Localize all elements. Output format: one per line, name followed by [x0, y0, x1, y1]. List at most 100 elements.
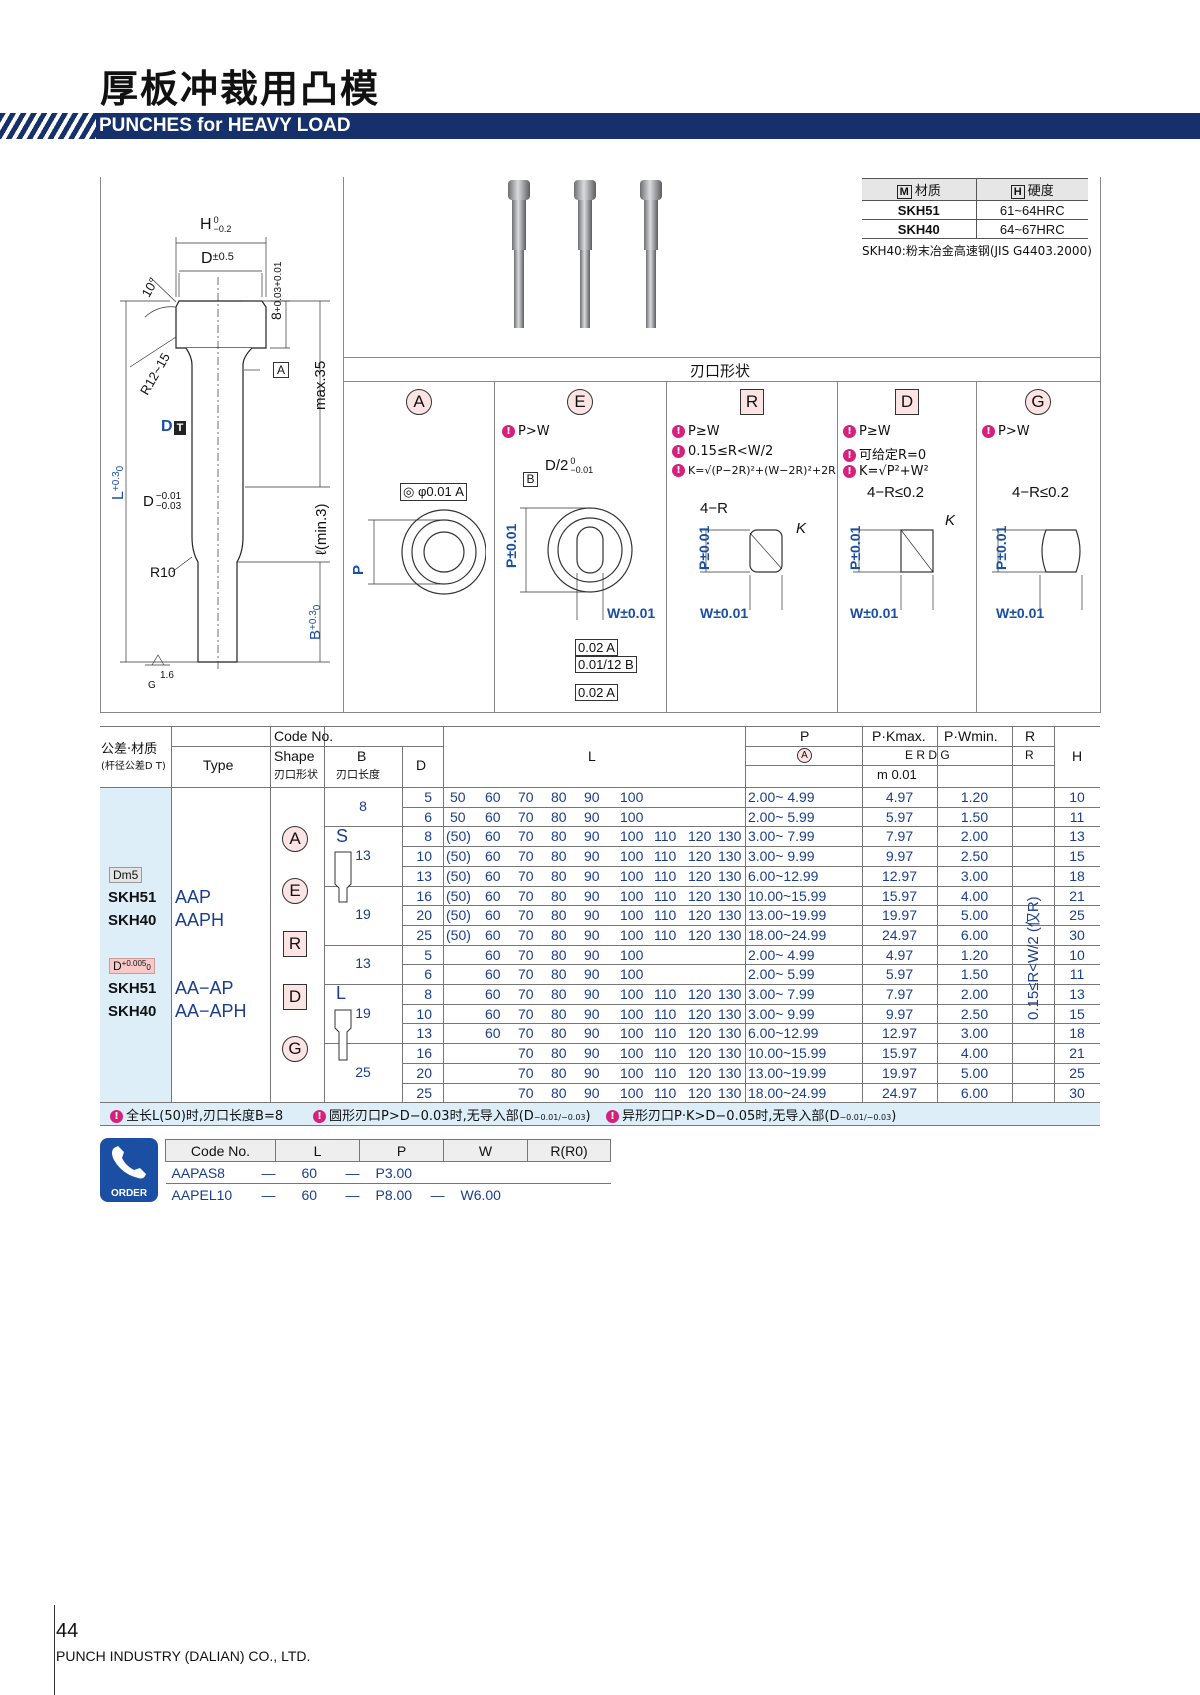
- shape-R-W: W±0.01: [700, 605, 749, 621]
- punch-drawing: [120, 237, 330, 672]
- hdr-PK-shapes: E R D G: [905, 748, 950, 762]
- hdr-H: H: [1072, 748, 1083, 764]
- table-cell: 90: [584, 867, 600, 884]
- table-note-3: !异形刃口P·K>D−0.05时,无导入部(D−0.01/−0.03): [606, 1105, 896, 1124]
- frame-line: [343, 357, 1101, 358]
- table-cell: 110: [654, 867, 677, 884]
- table-cell: 3.00~ 7.99: [748, 986, 815, 1002]
- table-cell: (50): [446, 828, 471, 845]
- shape-G-cond1: !P>W: [982, 424, 1030, 439]
- table-cell: 4.00: [960, 887, 989, 904]
- table-cell: 8: [424, 986, 432, 1002]
- table-cell: 90: [584, 1045, 600, 1062]
- grid-line: [171, 746, 443, 747]
- order-label: ORDER: [110, 1188, 148, 1199]
- table-cell: 60: [485, 986, 501, 1002]
- table-cell: 70: [518, 946, 534, 963]
- table-cell: 60: [485, 1005, 501, 1022]
- order-hdr: P: [359, 1139, 444, 1162]
- grid-line: [745, 746, 1054, 747]
- group1-tol: Dm5: [109, 867, 143, 883]
- table-cell: 6: [424, 808, 432, 825]
- row-shape-E: E: [282, 878, 308, 904]
- shape-G-r4: 4−R≤0.2: [1012, 484, 1070, 501]
- order-row: AAPEL10 — 60 — P8.00 — W6.00: [171, 1187, 501, 1203]
- shape-A-P: P: [350, 564, 367, 575]
- shapes-title: 刃口形状: [690, 362, 751, 380]
- table-cell: 25: [1069, 1064, 1085, 1081]
- table-cell: 15.97: [881, 1045, 918, 1062]
- table-cell: (50): [446, 867, 471, 884]
- table-cell: 130: [718, 1045, 742, 1062]
- table-cell: 110: [654, 1045, 677, 1062]
- table-cell: 90: [584, 887, 600, 904]
- B-length: 13: [355, 955, 371, 972]
- hdr-D: D: [416, 757, 427, 773]
- table-cell: 130: [718, 907, 742, 924]
- order-table: Code No. L P W R(R0) AAPAS8 — 60 — P3.00…: [165, 1139, 611, 1206]
- table-cell: 70: [518, 966, 534, 983]
- table-cell: 80: [551, 887, 567, 904]
- table-cell: 70: [518, 848, 534, 865]
- table-cell: 18.00~24.99: [748, 926, 827, 943]
- table-cell: 2.00~ 5.99: [748, 808, 815, 825]
- table-cell: 1.50: [960, 808, 989, 825]
- table-cell: 12.97: [881, 867, 918, 884]
- table-cell: (50): [446, 907, 471, 924]
- page-title: 厚板冲裁用凸模: [100, 67, 381, 111]
- shape-label-E: E: [567, 389, 593, 415]
- table-cell: 90: [584, 1064, 600, 1081]
- table-cell: (50): [446, 887, 471, 904]
- order-row: AAPAS8 — 60 — P3.00: [165, 1162, 611, 1184]
- shape-label-A: A: [406, 389, 432, 415]
- table-cell: 100: [620, 1045, 644, 1062]
- shape-S-label: S: [336, 826, 349, 846]
- table-cell: 6: [424, 966, 432, 983]
- hdr-type: Type: [203, 757, 234, 773]
- table-cell: 21: [1069, 1045, 1085, 1062]
- table-cell: 100: [620, 1025, 644, 1042]
- table-cell: 120: [688, 1084, 712, 1101]
- table-cell: 80: [551, 828, 567, 845]
- table-cell: 50: [450, 789, 466, 805]
- table-cell: 13.00~19.99: [748, 1064, 827, 1081]
- table-cell: 130: [718, 828, 742, 845]
- table-cell: 130: [718, 1084, 742, 1101]
- shape-D-W: W±0.01: [850, 605, 899, 621]
- table-cell: 10: [416, 848, 432, 865]
- table-cell: 19.97: [881, 907, 918, 924]
- table-cell: 100: [620, 867, 644, 884]
- table-cell: 80: [551, 1084, 567, 1101]
- row-shape-G: G: [282, 1036, 308, 1062]
- shape-E-drawing: [520, 507, 633, 620]
- hdr-PW: P·Wmin.: [944, 728, 998, 744]
- hdr-P-shape: A: [797, 748, 812, 763]
- hardness-value: 61~64HRC: [976, 200, 1088, 220]
- dim-l-min: ℓ(min.3): [313, 503, 330, 555]
- hdr-P: P: [800, 728, 810, 744]
- shape-L-label: L: [336, 983, 347, 1003]
- table-cell: 2.00~ 5.99: [748, 966, 815, 983]
- table-cell: 25: [1069, 907, 1085, 924]
- hdr-PK: P·Kmax.: [872, 728, 926, 744]
- table-cell: 110: [654, 848, 677, 865]
- roughness-G: G: [148, 680, 156, 691]
- table-cell: 70: [518, 1064, 534, 1081]
- table-cell: 4.97: [885, 789, 914, 805]
- shape-G-drawing: [992, 529, 1083, 610]
- shape-R-r4: 4−R: [700, 500, 728, 517]
- table-cell: 110: [654, 1025, 677, 1042]
- table-cell: 13: [1069, 828, 1085, 845]
- order-hdr: W: [443, 1139, 528, 1162]
- table-cell: 120: [688, 986, 712, 1002]
- table-cell: 6.00~12.99: [748, 1025, 819, 1042]
- group2-type2: AA−APH: [175, 1001, 247, 1021]
